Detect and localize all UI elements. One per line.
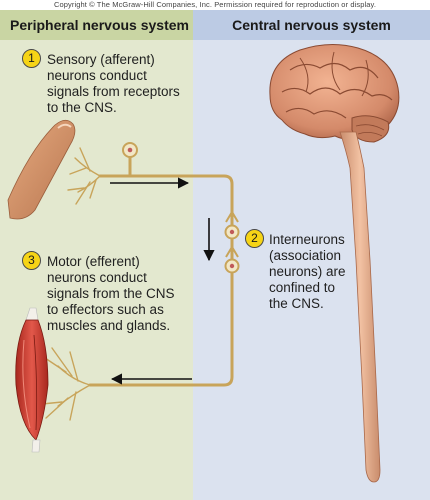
step-2-label: Interneurons (association neurons) are c… xyxy=(269,232,346,311)
step-2-badge: 2 xyxy=(245,229,264,248)
muscle-icon xyxy=(15,307,49,453)
copyright-notice: Copyright © The McGraw-Hill Companies, I… xyxy=(53,0,377,9)
cns-header: Central nervous system xyxy=(193,10,430,40)
arrow-icon xyxy=(110,177,215,385)
step-1-label: Sensory (afferent) neurons conduct signa… xyxy=(47,52,180,115)
step-3-label: Motor (efferent) neurons conduct signals… xyxy=(47,254,175,333)
spinal-cord-icon xyxy=(339,131,381,483)
sensory-receptor-endings xyxy=(67,147,101,205)
step-1-badge: 1 xyxy=(22,49,41,68)
finger-icon xyxy=(7,119,76,220)
motor-nerve-endings xyxy=(41,347,91,421)
brain-icon xyxy=(269,44,400,143)
neuron-pathway xyxy=(88,156,234,387)
pns-header: Peripheral nervous system xyxy=(0,10,193,40)
sensory-cell-body xyxy=(122,142,138,158)
step-3-badge: 3 xyxy=(22,251,41,270)
interneuron-junctions xyxy=(224,210,240,274)
